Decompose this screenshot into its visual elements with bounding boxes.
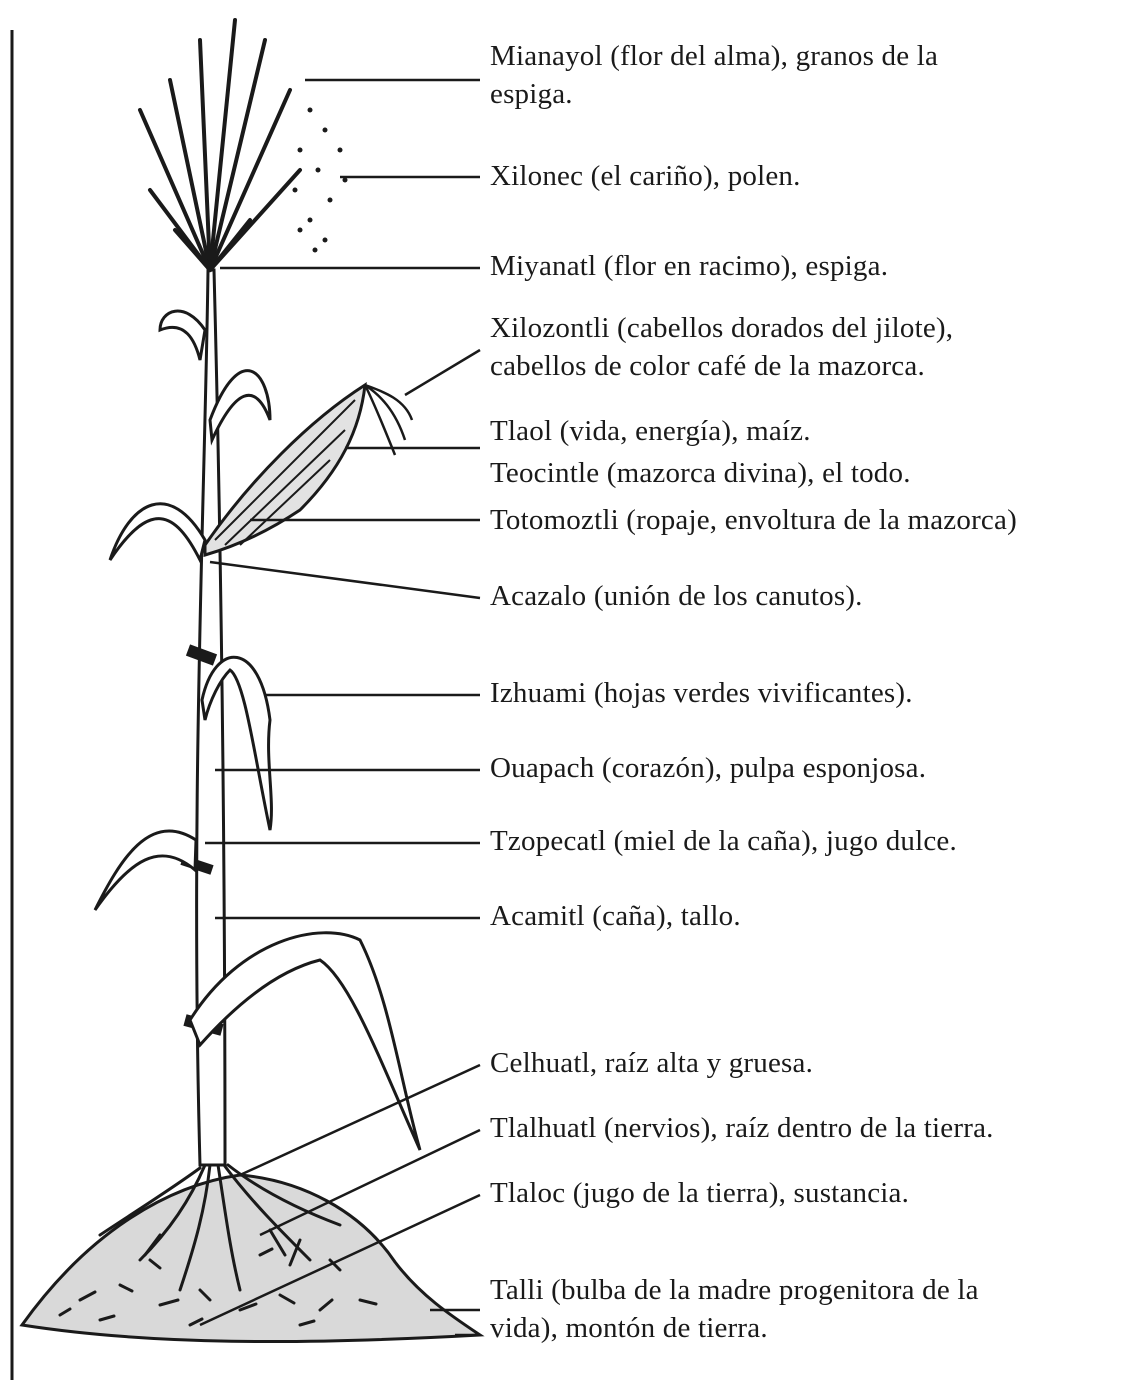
label-izhuami: Izhuami (hojas verdes vivificantes). [490, 675, 913, 713]
label-tlalhuatl: Tlalhuatl (nervios), raíz dentro de la t… [490, 1110, 994, 1148]
leaves [95, 311, 420, 1150]
label-xilozontli: Xilozontli (cabellos dorados del jilote)… [490, 310, 953, 385]
corn-silk [365, 385, 412, 455]
label-tzopecatl: Tzopecatl (miel de la caña), jugo dulce. [490, 823, 957, 861]
label-tlaol: Tlaol (vida, energía), maíz. [490, 413, 811, 451]
tassel [140, 20, 300, 270]
label-miyanatl: Miyanatl (flor en racimo), espiga. [490, 248, 888, 286]
label-celhuatl: Celhuatl, raíz alta y gruesa. [490, 1045, 813, 1083]
label-xilonec: Xilonec (el cariño), polen. [490, 158, 801, 196]
label-talli: Talli (bulba de la madre progenitora de … [490, 1272, 979, 1347]
label-ouapach: Ouapach (corazón), pulpa esponjosa. [490, 750, 926, 788]
leader-lines [200, 80, 480, 1335]
label-mianayol: Mianayol (flor del alma), granos de la e… [490, 38, 938, 113]
label-tlaloc: Tlaloc (jugo de la tierra), sustancia. [490, 1175, 909, 1213]
ear-of-corn [205, 385, 412, 555]
label-totomoztli: Totomoztli (ropaje, envoltura de la mazo… [490, 502, 1017, 540]
label-teocintle: Teocintle (mazorca divina), el todo. [490, 455, 911, 493]
label-acamitl: Acamitl (caña), tallo. [490, 898, 741, 936]
pollen [293, 108, 348, 253]
label-acazalo: Acazalo (unión de los canutos). [490, 578, 863, 616]
